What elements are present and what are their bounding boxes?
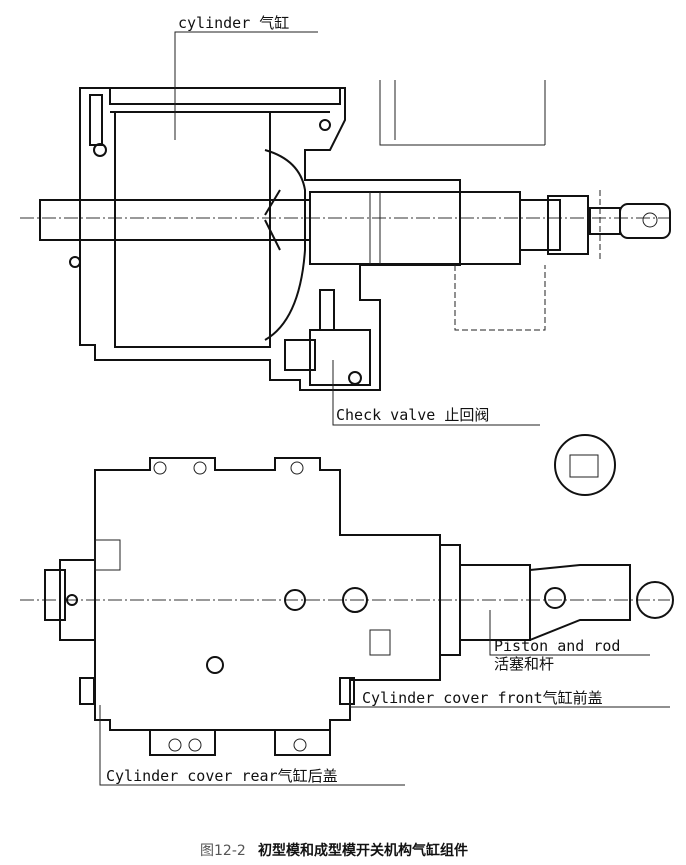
check-valve-label: Check valve 止回阀	[336, 406, 489, 424]
cylinder-bore	[114, 111, 271, 348]
cover-front-label: Cylinder cover front气缸前盖	[362, 689, 603, 707]
cylinder-label: cylinder 气缸	[178, 14, 289, 32]
figure-caption: 初型模和成型模开关机构气缸组件	[258, 842, 468, 859]
figure-number: 图12-2	[200, 843, 246, 859]
rear-boss	[44, 569, 66, 621]
cover-front-leader	[349, 690, 670, 708]
tie-rod	[109, 87, 341, 105]
cover-rear-leader	[99, 705, 405, 786]
piston-rod	[309, 191, 521, 265]
section-view	[20, 80, 671, 391]
cylinder-leader	[174, 31, 318, 140]
cylinder-housing	[94, 457, 441, 731]
piston-rod-label-cn: 活塞和杆	[494, 655, 554, 673]
rod-bottom	[459, 564, 531, 641]
check-valve-leader	[332, 360, 540, 426]
plan-view	[20, 434, 674, 756]
piston	[264, 149, 306, 341]
cylinder-body	[79, 87, 461, 391]
piston-rod-label: Piston and rod	[494, 637, 620, 655]
piston-rod-leader	[489, 610, 650, 656]
clevis-eye	[636, 581, 674, 619]
detail-view	[554, 434, 616, 496]
check-valve	[309, 329, 371, 386]
cover-rear-label: Cylinder cover rear气缸后盖	[106, 767, 338, 785]
rod-clevis	[619, 203, 671, 239]
